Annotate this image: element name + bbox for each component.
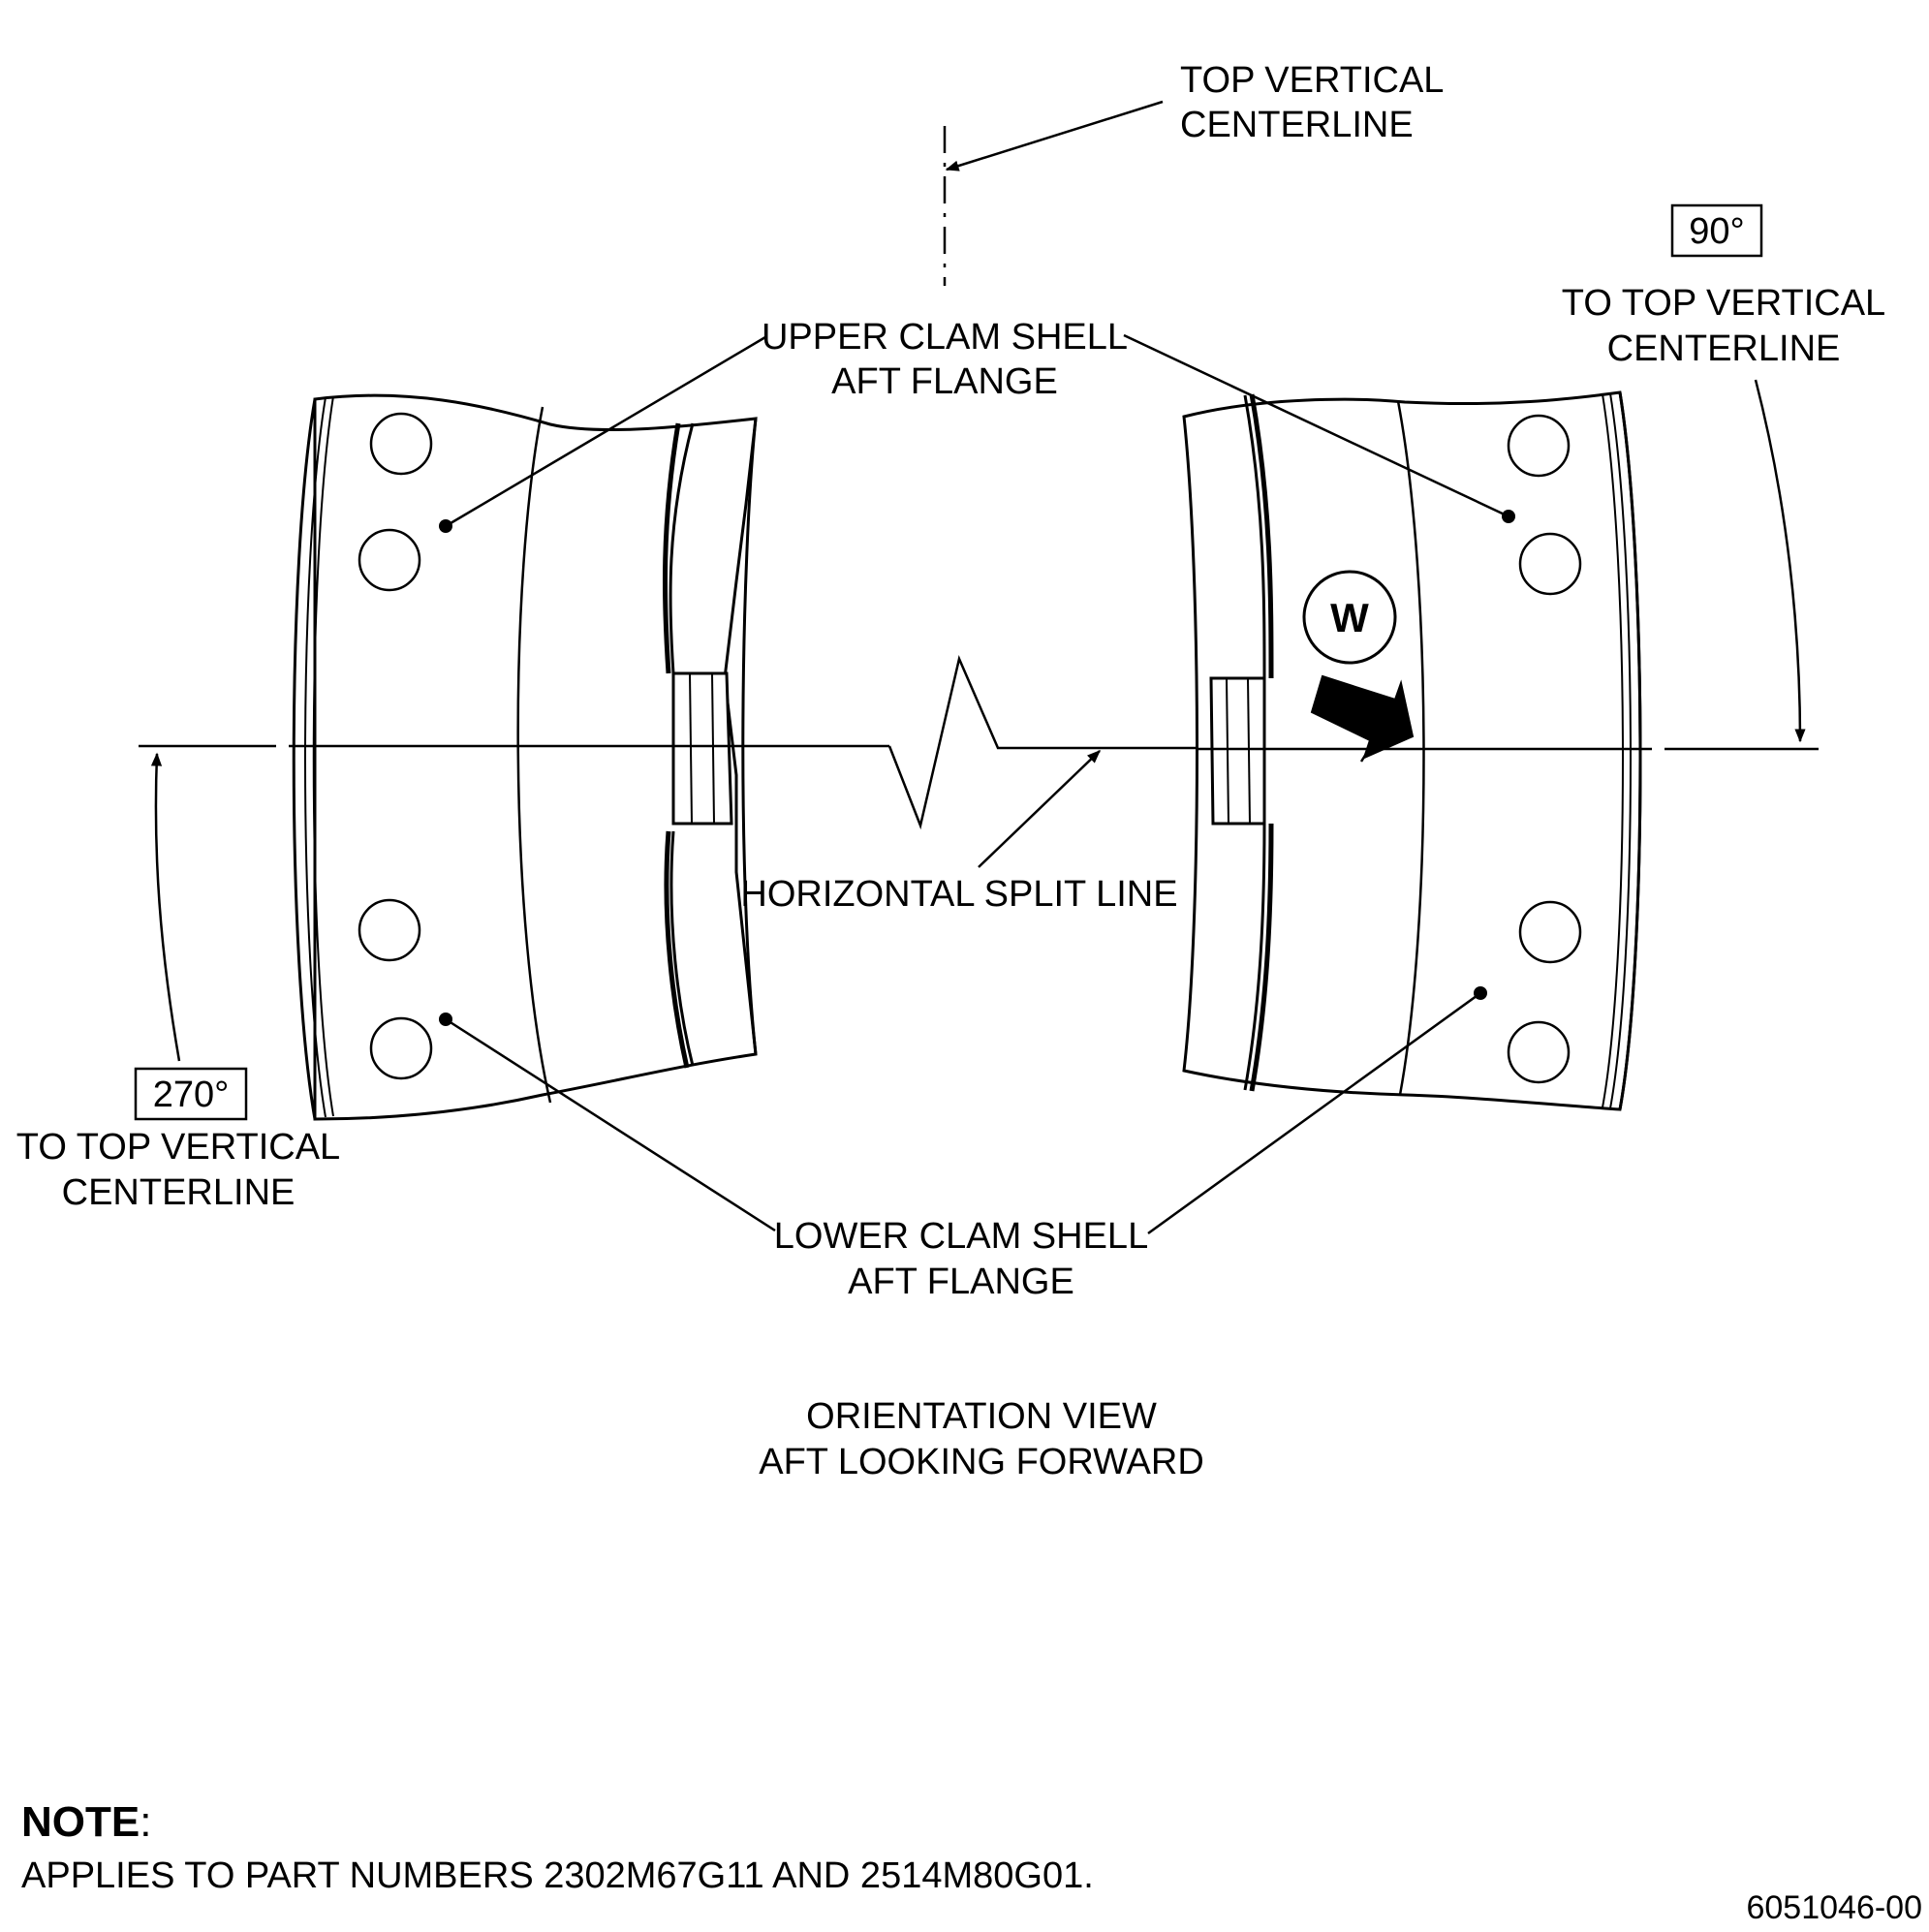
angle-270-label: 270°: [153, 1075, 230, 1115]
top-centerline-label-line1: TOP VERTICAL: [1180, 60, 1444, 101]
bolt-hole: [358, 528, 421, 592]
bolt-hole: [1507, 1020, 1571, 1084]
left-flange-segment: [292, 393, 758, 1121]
note-heading: NOTE:: [21, 1798, 151, 1846]
note-heading-colon: :: [140, 1798, 151, 1846]
bolt-hole: [369, 412, 433, 476]
leader-dot: [439, 519, 452, 533]
w-marker: W: [1302, 570, 1397, 665]
direction-arrow: [1310, 674, 1415, 763]
bolt-hole: [369, 1016, 433, 1080]
leader-lines: [439, 100, 1515, 1235]
leader-dot: [1502, 510, 1515, 523]
figure-id: 6051046-00: [1746, 1889, 1922, 1926]
angle-270-caption-line2: CENTERLINE: [62, 1172, 296, 1213]
bolt-hole: [1518, 900, 1582, 964]
bolt-hole: [1518, 532, 1582, 596]
angle-270-caption-line1: TO TOP VERTICAL: [16, 1127, 340, 1168]
angle-90-label: 90°: [1689, 211, 1744, 252]
horizontal-split-line-label: HORIZONTAL SPLIT LINE: [740, 874, 1177, 915]
angle-dimension-270: [150, 752, 181, 1062]
upper-clam-shell-label-line1: UPPER CLAM SHELL: [762, 317, 1128, 358]
angle-270-box: [134, 1067, 248, 1121]
note-text: APPLIES TO PART NUMBERS 2302M67G11 AND 2…: [21, 1855, 1094, 1896]
angle-90-box: [1670, 203, 1763, 258]
horizontal-split-line: [139, 655, 1819, 830]
bolt-hole: [1507, 414, 1571, 478]
bolt-hole: [358, 898, 421, 962]
angle-90-caption-line1: TO TOP VERTICAL: [1562, 283, 1885, 324]
lower-clam-shell-label-line2: AFT FLANGE: [848, 1262, 1074, 1302]
view-title-line1: ORIENTATION VIEW: [806, 1396, 1157, 1437]
leader-dot: [439, 1013, 452, 1026]
w-marker-circle: [1302, 570, 1397, 665]
w-marker-label: W: [1330, 595, 1369, 640]
upper-clam-shell-label-line2: AFT FLANGE: [831, 361, 1058, 402]
lower-clam-shell-label-line1: LOWER CLAM SHELL: [774, 1216, 1148, 1257]
right-flange-segment: [1182, 390, 1642, 1111]
view-title-line2: AFT LOOKING FORWARD: [759, 1442, 1204, 1482]
leader-dot: [1474, 986, 1487, 1000]
angle-dimension-90: [1754, 379, 1806, 743]
note-heading-text: NOTE: [21, 1798, 140, 1846]
angle-90-caption-line2: CENTERLINE: [1607, 328, 1841, 369]
top-centerline-label-line2: CENTERLINE: [1180, 105, 1414, 145]
